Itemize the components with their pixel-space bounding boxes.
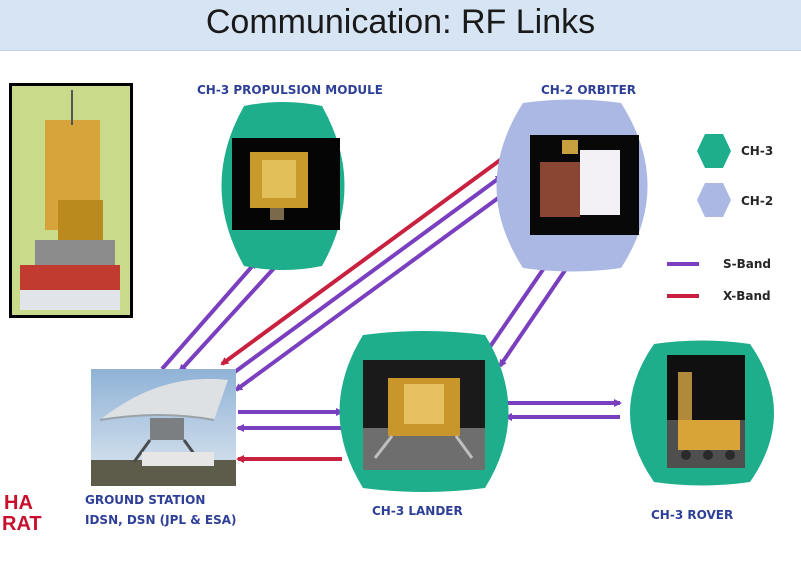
sband-link [481, 253, 555, 359]
orbiter-node [496, 99, 648, 272]
links [160, 156, 622, 463]
legend-sband-label: S-Band [723, 257, 771, 271]
watermark-line2: RAT [2, 513, 42, 535]
lander-label: CH-3 LANDER [372, 504, 463, 518]
propulsion-module-label: CH-3 PROPULSION MODULE [197, 83, 383, 97]
ground-station-networks-label: IDSN, DSN (JPL & ESA) [85, 513, 237, 527]
sband-link [498, 261, 572, 368]
legend-ch2-label: CH-2 [741, 194, 774, 208]
lander-node [339, 331, 509, 492]
legend-xband-label: X-Band [723, 289, 771, 303]
ground-station-label: GROUND STATION [85, 493, 206, 507]
page-title: Communication: RF Links [205, 3, 596, 41]
sband-link [230, 174, 504, 376]
ground-station-photo [91, 369, 236, 486]
rover-node [630, 340, 774, 486]
xband-link [220, 156, 505, 366]
sband-link [234, 191, 507, 392]
orbiter-label: CH-2 ORBITER [541, 83, 637, 97]
sband-link [178, 264, 278, 373]
propulsion-module-node [221, 102, 345, 270]
sband-link [160, 260, 258, 371]
title-bar [0, 0, 801, 51]
legend-ch3-label: CH-3 [741, 144, 774, 158]
integrated-spacecraft-photo [9, 83, 133, 318]
legend [667, 134, 731, 298]
legend-ch3-swatch [697, 134, 731, 168]
rover-label: CH-3 ROVER [651, 508, 734, 522]
watermark-line1: HA [4, 492, 33, 514]
legend-ch2-swatch [697, 183, 731, 217]
